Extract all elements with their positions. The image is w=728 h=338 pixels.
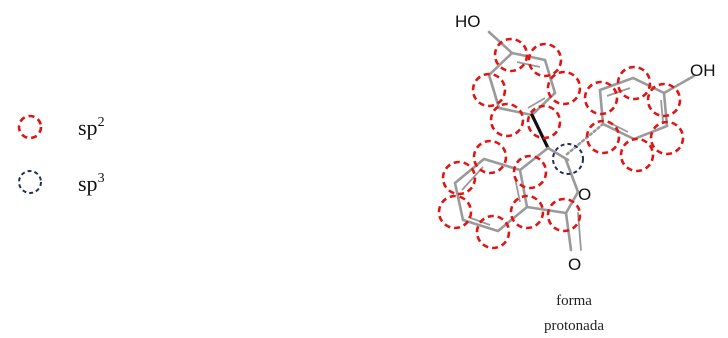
hydroxyl-label-top: HO bbox=[455, 12, 481, 31]
sp2-marker bbox=[441, 160, 477, 196]
carbonyl-oxygen-label: O bbox=[568, 255, 581, 274]
sp2-marker bbox=[527, 42, 563, 78]
sp2-marker bbox=[585, 119, 621, 155]
phenol-ring-right bbox=[598, 76, 669, 141]
sp2-marker bbox=[546, 197, 582, 233]
molecule-skeleton bbox=[453, 30, 696, 252]
sp2-marker bbox=[489, 102, 525, 138]
sp2-marker bbox=[437, 194, 473, 230]
sp2-marker bbox=[475, 214, 511, 250]
sp2-marker bbox=[526, 104, 562, 140]
sp2-marker bbox=[619, 137, 655, 173]
legend: sp2 sp3 bbox=[17, 114, 105, 196]
sp2-marker bbox=[646, 82, 682, 118]
sp2-marker bbox=[471, 72, 507, 108]
sp2-marker bbox=[493, 37, 529, 73]
sp3-marker bbox=[552, 143, 584, 175]
sp2-marker bbox=[472, 139, 508, 175]
sp2-marker bbox=[583, 80, 619, 116]
caption-line-2: protonada bbox=[544, 318, 604, 334]
sp2-marker bbox=[616, 65, 652, 101]
caption-line-1: forma bbox=[556, 293, 592, 309]
hydroxyl-label-right: OH bbox=[690, 61, 716, 80]
sp2-marker bbox=[546, 70, 582, 106]
ring-oxygen-label: O bbox=[578, 185, 591, 204]
bond-oh-right bbox=[662, 74, 696, 95]
caption: forma protonada bbox=[544, 293, 604, 334]
sp2-marker bbox=[509, 194, 545, 230]
sp2-marker bbox=[649, 120, 685, 156]
legend-sp3-label: sp3 bbox=[78, 171, 105, 196]
sp2-markers bbox=[437, 37, 685, 250]
benzo-ring bbox=[453, 157, 529, 233]
legend-sp2-label: sp2 bbox=[78, 115, 105, 140]
legend-sp3-circle bbox=[18, 170, 42, 194]
sp2-marker bbox=[512, 154, 548, 190]
atom-labels: HO OH O O bbox=[455, 12, 716, 274]
legend-sp2-circle bbox=[17, 114, 43, 140]
